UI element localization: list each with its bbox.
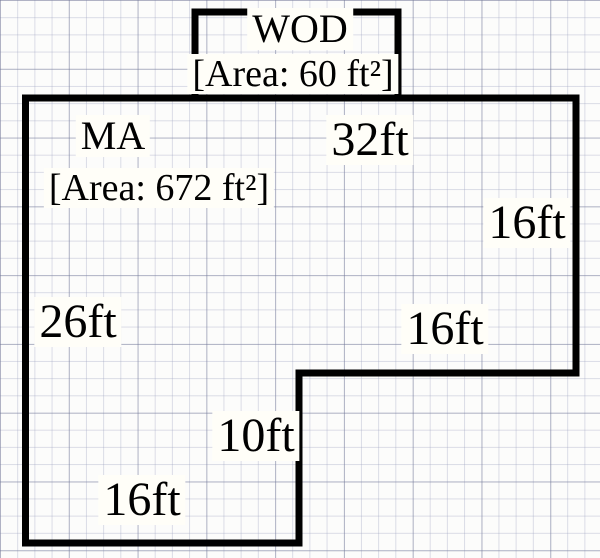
ma-room-label: MA xyxy=(75,115,151,157)
dimension-label-bottom: 16ft xyxy=(98,475,186,525)
ma-area-label: [Area: 672 ft²] xyxy=(43,168,275,208)
dimension-label-right: 16ft xyxy=(483,198,571,248)
dimension-label-top: 32ft xyxy=(326,115,414,165)
wod-room-label: WOD xyxy=(247,8,353,50)
ma-room-outline xyxy=(22,94,580,547)
dimension-label-step-vertical: 10ft xyxy=(212,411,300,461)
dimension-label-step-horizontal: 16ft xyxy=(401,304,489,354)
wod-area-label: [Area: 60 ft²] xyxy=(187,54,399,94)
dimension-label-left: 26ft xyxy=(34,297,122,347)
